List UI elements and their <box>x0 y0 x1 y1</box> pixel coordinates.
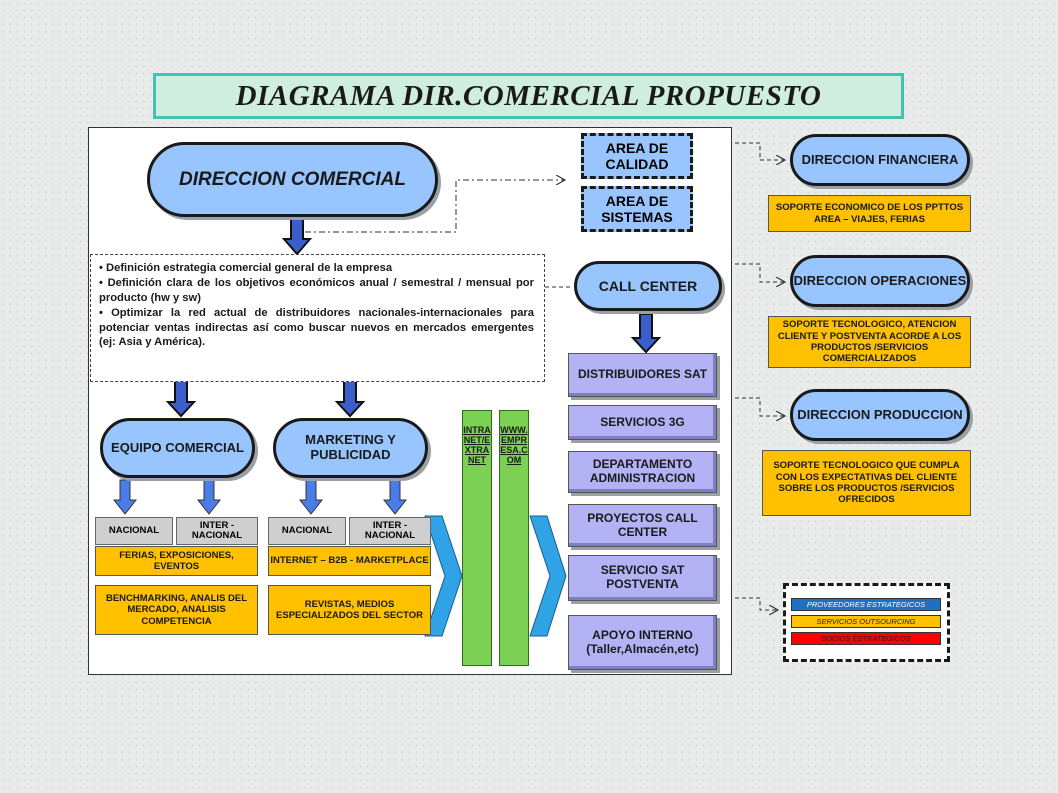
www-bar[interactable]: WWW.EMPRESA.COM <box>499 410 529 666</box>
marketing-internacional[interactable]: INTER - NACIONAL <box>349 517 431 545</box>
call-center-item[interactable]: DISTRIBUIDORES SAT <box>568 353 717 397</box>
call-center-item[interactable]: PROYECTOS CALL CENTER <box>568 504 717 547</box>
page-title: DIAGRAMA DIR.COMERCIAL PROPUESTO <box>153 73 904 119</box>
call-center-item[interactable]: SERVICIOS 3G <box>568 405 717 440</box>
equipo-internacional[interactable]: INTER - NACIONAL <box>176 517 258 545</box>
marketing-node[interactable]: MARKETING Y PUBLICIDAD <box>273 418 428 478</box>
legend-item-socios: SOCIOS ESTRATEGICOS <box>791 632 941 645</box>
description-item: • Optimizar la red actual de distribuido… <box>99 306 534 349</box>
description-box: • Definición estrategia comercial genera… <box>90 254 545 382</box>
marketing-item[interactable]: REVISTAS, MEDIOS ESPECIALIZADOS DEL SECT… <box>268 585 431 635</box>
area-sistemas-node[interactable]: AREA DE SISTEMAS <box>581 186 693 232</box>
intranet-bar[interactable]: INTRANET/EXTRANET <box>462 410 492 666</box>
legend-item-outsourcing: SERVICIOS OUTSOURCING <box>791 615 941 628</box>
description-item: • Definición clara de los objetivos econ… <box>99 276 534 304</box>
area-calidad-node[interactable]: AREA DE CALIDAD <box>581 133 693 179</box>
direccion-produccion-node[interactable]: DIRECCION PRODUCCION <box>790 389 970 441</box>
call-center-item[interactable]: DEPARTAMENTO ADMINISTRACION <box>568 451 717 493</box>
equipo-item[interactable]: BENCHMARKING, ANALIS DEL MERCADO, ANALIS… <box>95 585 258 635</box>
direccion-operaciones-node[interactable]: DIRECCION OPERACIONES <box>790 255 970 307</box>
call-center-node[interactable]: CALL CENTER <box>574 261 722 311</box>
marketing-item[interactable]: INTERNET – B2B - MARKETPLACE <box>268 546 431 576</box>
call-center-item[interactable]: SERVICIO SAT POSTVENTA <box>568 555 717 601</box>
marketing-nacional[interactable]: NACIONAL <box>268 517 346 545</box>
legend-item-proveedores: PROVEEDORES ESTRATEGICOS <box>791 598 941 611</box>
direccion-financiera-node[interactable]: DIRECCION FINANCIERA <box>790 134 970 186</box>
equipo-item[interactable]: FERIAS, EXPOSICIONES, EVENTOS <box>95 546 258 576</box>
direccion-note: SOPORTE TECNOLOGICO, ATENCION CLIENTE Y … <box>768 316 971 368</box>
direccion-comercial-node[interactable]: DIRECCION COMERCIAL <box>147 142 438 217</box>
direccion-note: SOPORTE TECNOLOGICO QUE CUMPLA CON LOS E… <box>762 450 971 516</box>
description-item: • Definición estrategia comercial genera… <box>99 262 393 274</box>
call-center-item[interactable]: APOYO INTERNO (Taller,Almacén,etc) <box>568 615 717 670</box>
equipo-nacional[interactable]: NACIONAL <box>95 517 173 545</box>
direccion-note: SOPORTE ECONOMICO DE LOS PPTTOS AREA – V… <box>768 195 971 232</box>
equipo-comercial-node[interactable]: EQUIPO COMERCIAL <box>100 418 255 478</box>
